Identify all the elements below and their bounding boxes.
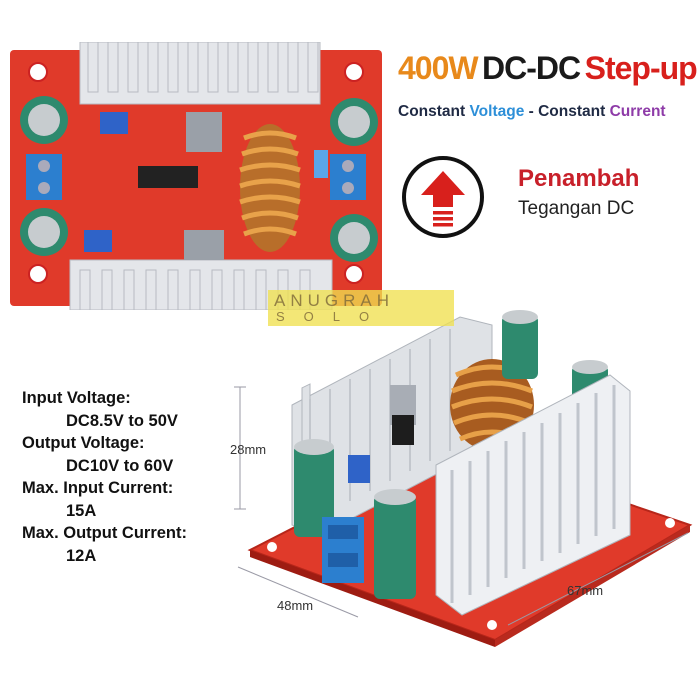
subtitle-dash: - xyxy=(524,103,539,120)
spec-list: Input Voltage: DC8.5V to 50V Output Volt… xyxy=(22,387,262,567)
badge-line-2: Tegangan DC xyxy=(518,198,635,219)
badge-line-1: Penambah xyxy=(518,165,640,192)
board-top-view-image xyxy=(10,42,382,310)
subtitle-constant-2: Constant xyxy=(538,103,606,120)
watermark-bottom: SOLO xyxy=(276,309,389,324)
spec-label-max-output-current: Max. Output Current: xyxy=(22,524,187,542)
dimension-length: 67mm xyxy=(567,583,604,598)
spec-value-max-input-current: 15A xyxy=(66,501,97,520)
spec-value-input-voltage: DC8.5V to 50V xyxy=(66,411,178,430)
title-stepup: Step-up xyxy=(584,50,698,86)
spec-label-max-input-current: Max. Input Current: xyxy=(22,479,174,497)
subtitle-current: Current xyxy=(609,103,666,120)
spec-value-max-output-current: 12A xyxy=(66,546,97,565)
subtitle-voltage: Voltage xyxy=(469,103,525,120)
product-subtitle: Constant Voltage - Constant Current xyxy=(398,103,694,121)
spec-value-output-voltage: DC10V to 60V xyxy=(66,456,174,475)
watermark-top: ANUGRAH xyxy=(274,291,395,310)
title-dcdc: DC-DC xyxy=(482,50,581,86)
spec-label-input-voltage: Input Voltage: xyxy=(22,389,131,407)
subtitle-constant-1: Constant xyxy=(398,103,466,120)
title-power: 400W xyxy=(398,50,479,86)
store-watermark: ANUGRAH SOLO xyxy=(268,290,454,326)
dimension-width: 48mm xyxy=(277,598,314,613)
spec-label-output-voltage: Output Voltage: xyxy=(22,434,145,452)
dimension-height: 28mm xyxy=(230,442,267,457)
arrow-up-icon xyxy=(402,156,484,238)
board-3d-view-image xyxy=(234,310,693,647)
product-title: 400W DC-DC Step-up xyxy=(398,50,698,87)
